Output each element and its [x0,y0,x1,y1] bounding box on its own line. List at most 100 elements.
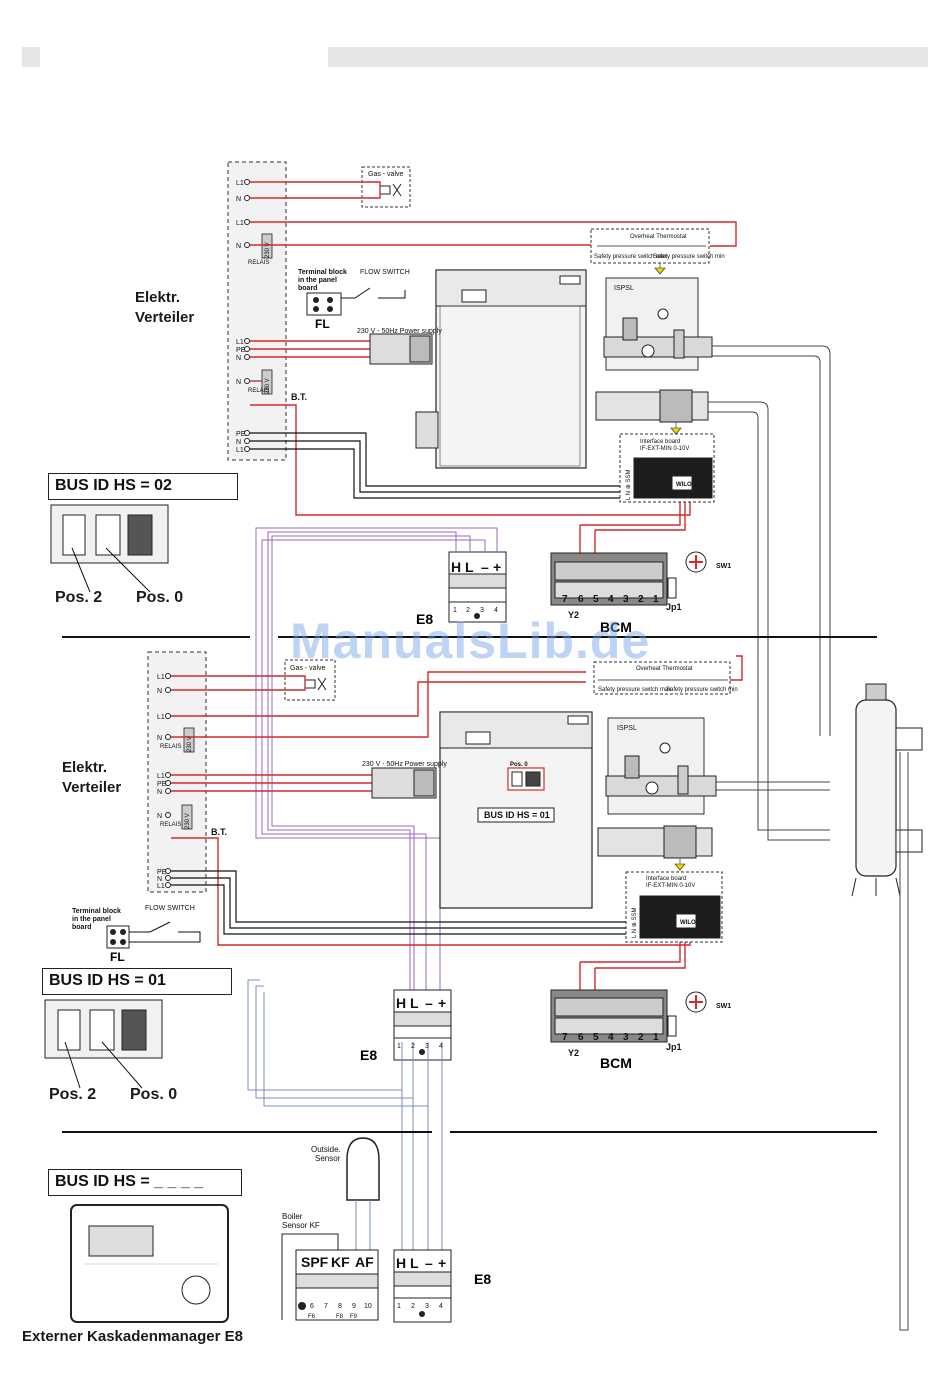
svg-text:4: 4 [494,607,498,614]
hydraulic-separator [855,699,897,877]
svg-text:230 V: 230 V [265,242,271,258]
pos0-label-top: Pos. 0 [136,589,184,606]
svg-text:PE: PE [236,431,246,438]
e8-label-middle: E8 [360,1047,377,1063]
distributor-box-middle [147,651,207,893]
bcm-label-middle: BCM [600,1055,632,1071]
pos2-label-middle: Pos. 2 [49,1086,97,1103]
svg-text:Outside.: Outside. [311,1145,341,1154]
svg-text:3: 3 [425,1043,429,1050]
svg-text:Terminal block: Terminal block [298,269,347,276]
svg-text:Sensor: Sensor [315,1154,341,1163]
svg-text:N: N [157,688,162,695]
svg-text:PE: PE [157,869,167,876]
svg-text:8: 8 [338,1303,342,1310]
svg-text:SW1: SW1 [716,563,731,570]
distributor-label-middle: Elektr. Verteiler [62,759,122,796]
svg-text:N: N [236,196,241,203]
svg-text:2: 2 [638,594,644,605]
svg-text:+: + [438,995,446,1011]
svg-text:N: N [157,876,162,883]
svg-text:in the panel: in the panel [72,916,111,923]
svg-text:Overheat Thermostat: Overheat Thermostat [636,666,693,672]
svg-text:H: H [451,559,461,575]
svg-text:Safety pressure switch max: Safety pressure switch max [598,687,671,693]
svg-text:IF-EXT-MIN 0-10V: IF-EXT-MIN 0-10V [646,883,695,889]
svg-text:L1: L1 [236,447,244,454]
svg-text:+: + [493,559,501,575]
piping [708,345,831,841]
svg-text:H: H [396,995,406,1011]
svg-text:1: 1 [653,594,659,605]
bus-id-bottom: BUS ID HS = _ _ _ _ [48,1169,242,1196]
svg-text:L: L [410,1255,419,1271]
black-wires-top [250,432,620,499]
svg-text:L1: L1 [236,220,244,227]
header-bar-right [328,47,928,67]
bt-label-top: B.T. [291,392,307,402]
svg-text:SPF: SPF [301,1254,329,1270]
svg-text:2: 2 [638,1032,644,1043]
svg-text:Safety pressure switch min: Safety pressure switch min [666,687,738,693]
svg-text:AF: AF [355,1254,374,1270]
svg-text:4: 4 [439,1043,443,1050]
svg-text:2: 2 [411,1303,415,1310]
svg-text:WILO: WILO [680,920,696,926]
svg-text:RELAIS: RELAIS [160,822,181,828]
svg-text:3: 3 [623,1032,629,1043]
svg-text:Interface board: Interface board [640,439,680,445]
fl-label-middle: FL [110,950,125,964]
svg-text:L: L [410,995,419,1011]
terminal-block-middle [106,925,130,949]
pos2-label-top: Pos. 2 [55,589,103,606]
svg-text:Jp1: Jp1 [666,602,682,612]
svg-text:230 V: 230 V [265,378,271,394]
svg-text:Safety pressure switch min: Safety pressure switch min [653,254,725,260]
bt-label-middle: B.T. [211,827,227,837]
svg-text:7: 7 [562,1032,568,1043]
svg-text:N: N [157,813,162,820]
svg-text:1: 1 [653,1032,659,1043]
svg-text:7: 7 [562,594,568,605]
blue-wires [247,979,443,1250]
svg-text:5: 5 [593,1032,599,1043]
svg-text:7: 7 [324,1303,328,1310]
svg-text:RELAIS: RELAIS [160,744,181,750]
svg-text:Overheat Thermostat: Overheat Thermostat [630,234,687,240]
svg-text:–: – [481,559,489,575]
svg-text:RELAIS: RELAIS [248,388,269,394]
svg-text:H: H [396,1255,406,1271]
distributor-terminals-top [244,179,250,452]
svg-text:1: 1 [453,607,457,614]
svg-text:in the panel: in the panel [298,277,337,284]
svg-text:6: 6 [578,1032,584,1043]
svg-text:4: 4 [608,594,614,605]
svg-text:230 V: 230 V [187,736,193,752]
svg-text:L N ⊕ SSM: L N ⊕ SSM [626,470,632,500]
svg-text:Y2: Y2 [568,610,579,620]
watermark: ManualsLib.de [290,613,651,669]
svg-text:PE: PE [157,781,167,788]
svg-text:5: 5 [593,594,599,605]
svg-text:L1: L1 [236,339,244,346]
relay-top-2 [261,369,273,395]
ispsl-label-middle: ISPSL [617,725,637,732]
svg-text:Safety pressure switch max: Safety pressure switch max [594,254,667,260]
svg-text:L1: L1 [157,773,165,780]
svg-text:1: 1 [397,1303,401,1310]
svg-text:WILO: WILO [676,482,692,488]
svg-text:1: 1 [397,1043,401,1050]
svg-text:N: N [236,439,241,446]
svg-text:6: 6 [578,594,584,605]
svg-text:3: 3 [480,607,484,614]
distributor-label-top: Elektr. Verteiler [135,289,195,326]
terminal-block-top [306,292,342,316]
ispsl-box-middle [607,717,705,815]
svg-text:N: N [236,379,241,386]
svg-text:+: + [438,1255,446,1271]
svg-text:3: 3 [425,1303,429,1310]
svg-text:2: 2 [466,607,470,614]
bus-id-middle: BUS ID HS = 01 [42,968,232,995]
power-supply-label-middle: 230 V - 50Hz Power supply [362,761,447,768]
black-wires-middle [171,870,626,935]
